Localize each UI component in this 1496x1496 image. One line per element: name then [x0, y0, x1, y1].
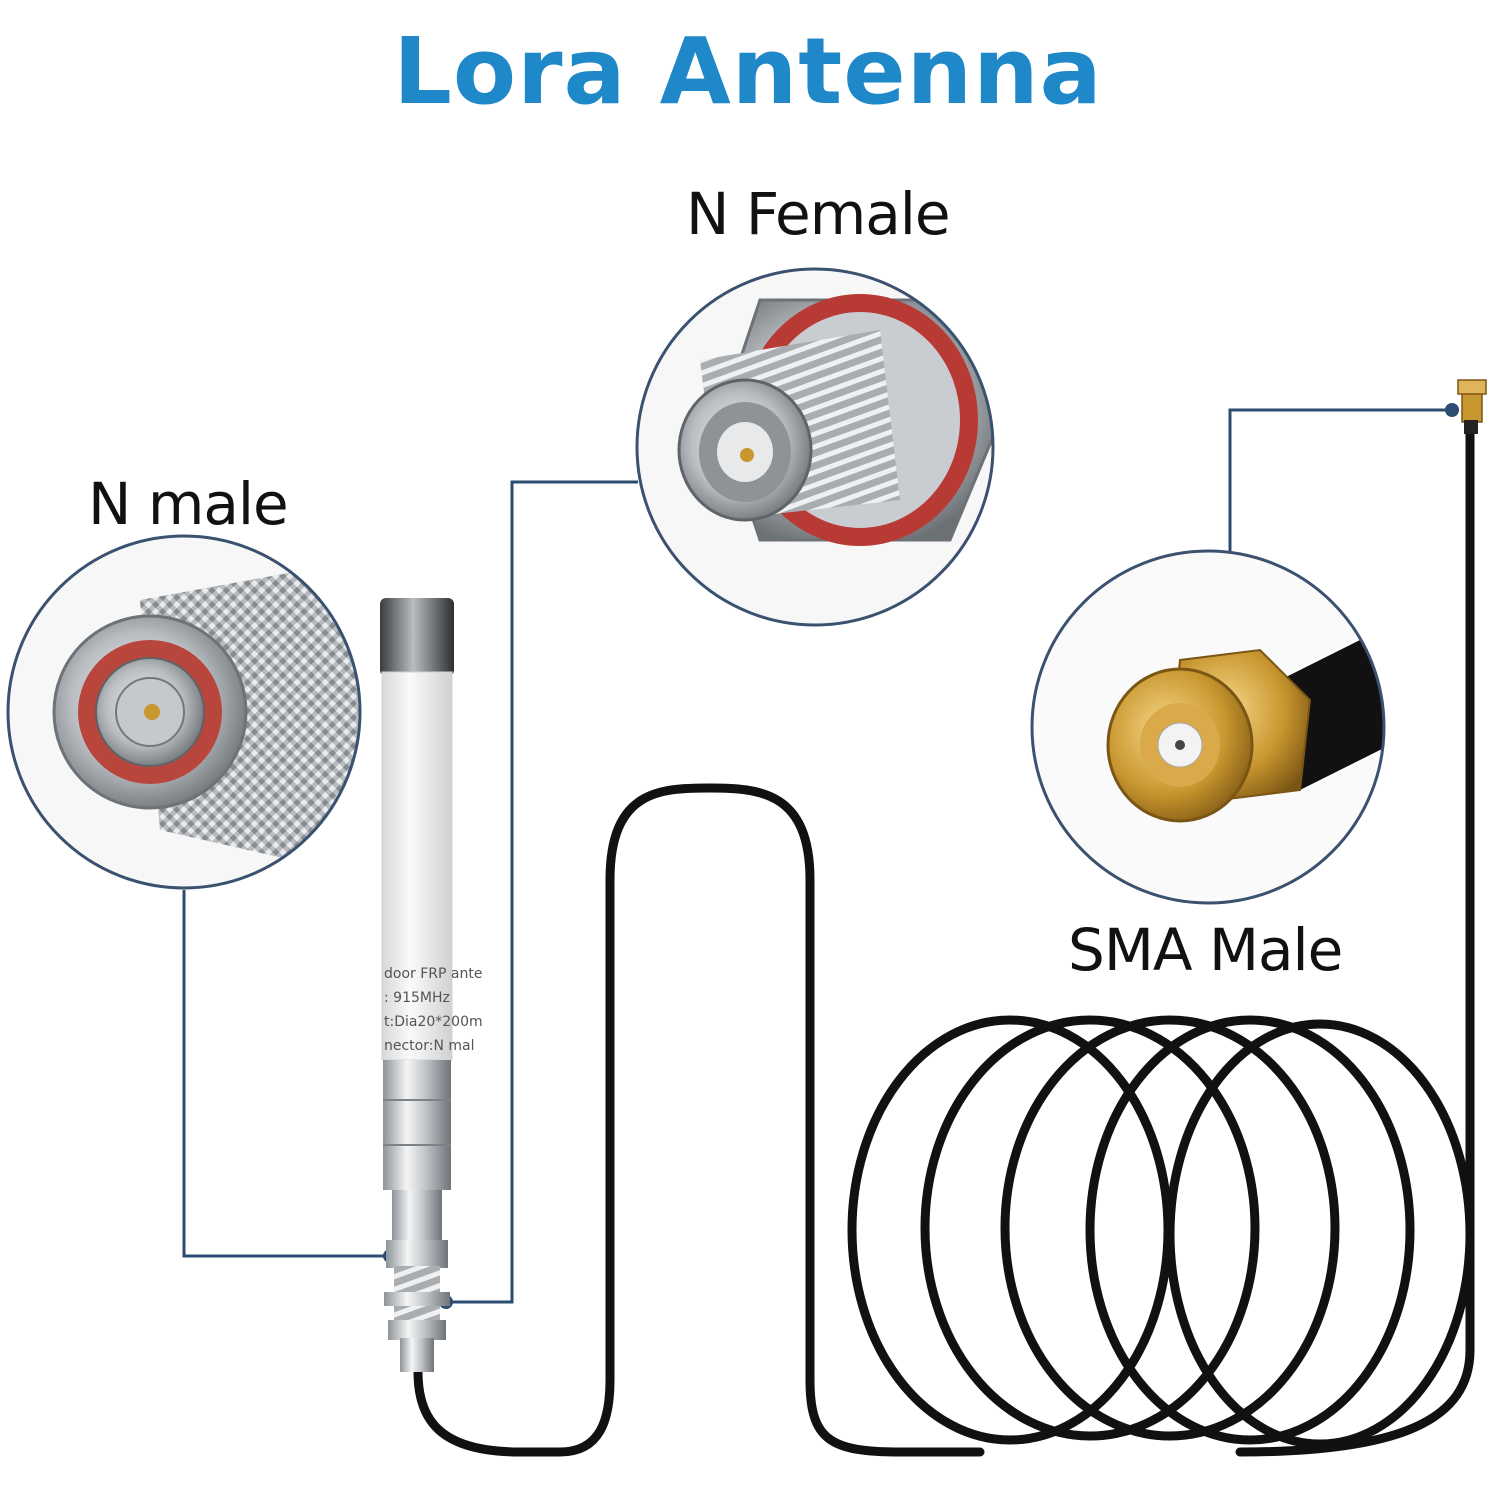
sma-connector-small [1457, 379, 1487, 434]
leader-dot-sma [1445, 403, 1459, 417]
n-male-connector-photo [6, 534, 362, 890]
page-title: Lora Antenna [393, 18, 1103, 125]
antenna-label-line-3: t:Dia20*200m [384, 1014, 483, 1030]
leader-line-n-female [450, 480, 638, 1304]
sma-male-connector-photo [1030, 549, 1386, 905]
label-sma-male: SMA Male [1068, 916, 1343, 984]
label-n-female: N Female [686, 180, 951, 248]
antenna-label-line-4: nector:N mal [384, 1038, 475, 1054]
antenna-label-line-1: door FRP ante [384, 966, 483, 982]
antenna-body [380, 598, 454, 1372]
leader-line-sma-male [1228, 408, 1452, 552]
leader-line-n-male [182, 890, 390, 1258]
n-female-connector-photo [635, 267, 995, 627]
coax-cable [413, 415, 1475, 1457]
label-n-male: N male [88, 470, 289, 538]
leader-lines [182, 408, 1452, 1304]
antenna-label-line-2: : 915MHz [384, 990, 450, 1006]
